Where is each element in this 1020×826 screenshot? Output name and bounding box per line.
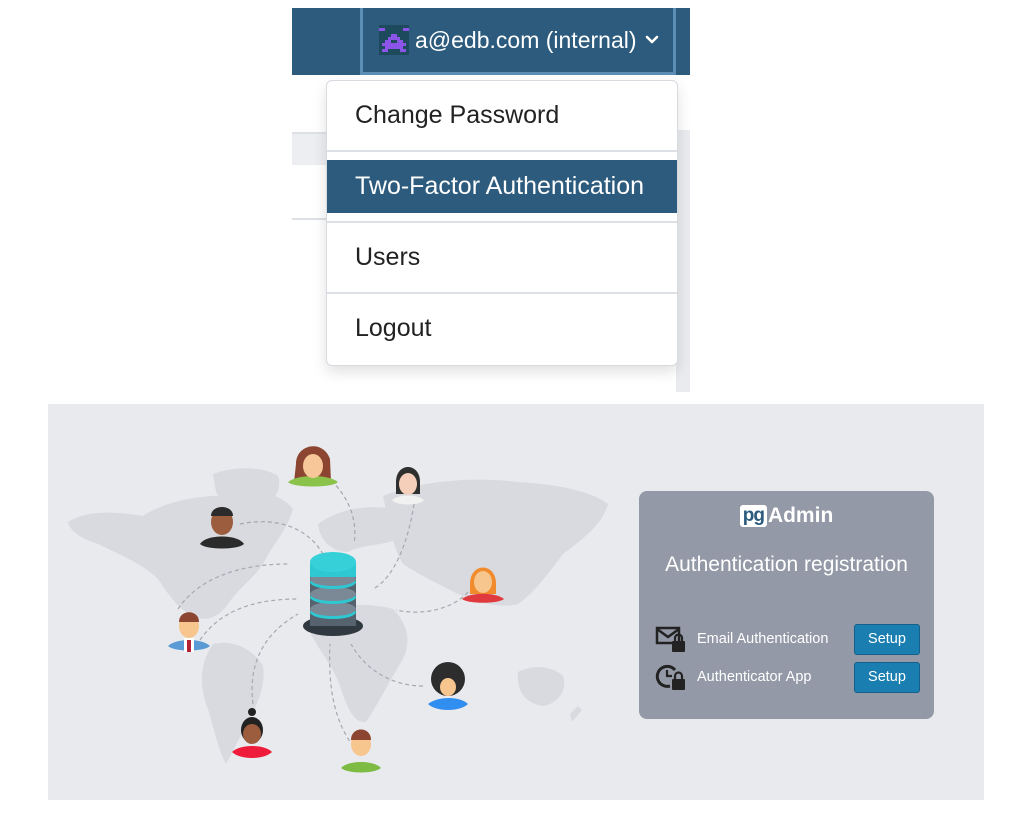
user-dropdown-menu: Change Password Two-Factor Authenticatio… [326, 80, 678, 366]
asia-shape [383, 479, 608, 606]
user-woman-orange-hair [462, 567, 504, 603]
user-man-green-shirt [341, 729, 381, 773]
north-america-shape [68, 493, 293, 619]
auth-method-label: Email Authentication [697, 631, 829, 647]
new-zealand-shape [570, 706, 582, 722]
authenticator-app-row: Authenticator App Setup [655, 660, 920, 694]
menu-item-label: Logout [355, 314, 432, 342]
menu-item-label: Users [355, 243, 421, 271]
user-menu-screenshot: a@edb.com (internal) Change Password Two… [292, 8, 690, 392]
auth-method-label: Authenticator App [697, 669, 812, 685]
user-label: a@edb.com (internal) [415, 26, 637, 53]
registration-screenshot: pg Admin Authentication registration Ema… [48, 404, 984, 800]
clock-lock-icon [655, 664, 685, 690]
scrollbar[interactable] [676, 130, 690, 392]
email-lock-icon [655, 626, 685, 652]
database-icon [303, 552, 363, 636]
menu-item-label: Change Password [355, 101, 560, 129]
menu-divider [327, 292, 677, 294]
logo-pg: pg [739, 505, 767, 527]
pgadmin-logo: pg Admin [639, 503, 934, 529]
australia-shape [517, 667, 565, 706]
menu-divider [327, 221, 677, 223]
user-woman-bun [232, 708, 272, 758]
user-man-afro [428, 662, 468, 710]
user-man-black-shirt [200, 507, 244, 549]
user-menu-button[interactable]: a@edb.com (internal) [360, 8, 676, 75]
user-woman-brown-hair [288, 446, 338, 487]
greenland-shape [213, 468, 280, 510]
menu-item-users[interactable]: Users [327, 223, 677, 292]
world-map-illustration [68, 446, 608, 773]
card-title: Authentication registration [665, 553, 908, 576]
menu-item-two-factor-authentication[interactable]: Two-Factor Authentication [327, 160, 677, 213]
chevron-down-icon [645, 35, 658, 44]
menu-item-label: Two-Factor Authentication [355, 172, 645, 200]
user-man-suit [168, 612, 210, 652]
email-setup-button[interactable]: Setup [854, 623, 920, 655]
menu-item-logout[interactable]: Logout [327, 294, 677, 363]
south-america-shape [201, 642, 264, 764]
authenticator-app-setup-button[interactable]: Setup [854, 661, 920, 693]
user-woman-black-hair [392, 467, 424, 505]
menu-divider [327, 150, 677, 152]
menu-item-change-password[interactable]: Change Password [327, 81, 677, 150]
authentication-registration-card: pg Admin Authentication registration Ema… [639, 491, 934, 719]
email-authentication-row: Email Authentication Setup [655, 622, 920, 656]
logo-admin: Admin [767, 504, 834, 527]
europe-shape [318, 507, 408, 552]
avatar-icon [379, 25, 409, 55]
